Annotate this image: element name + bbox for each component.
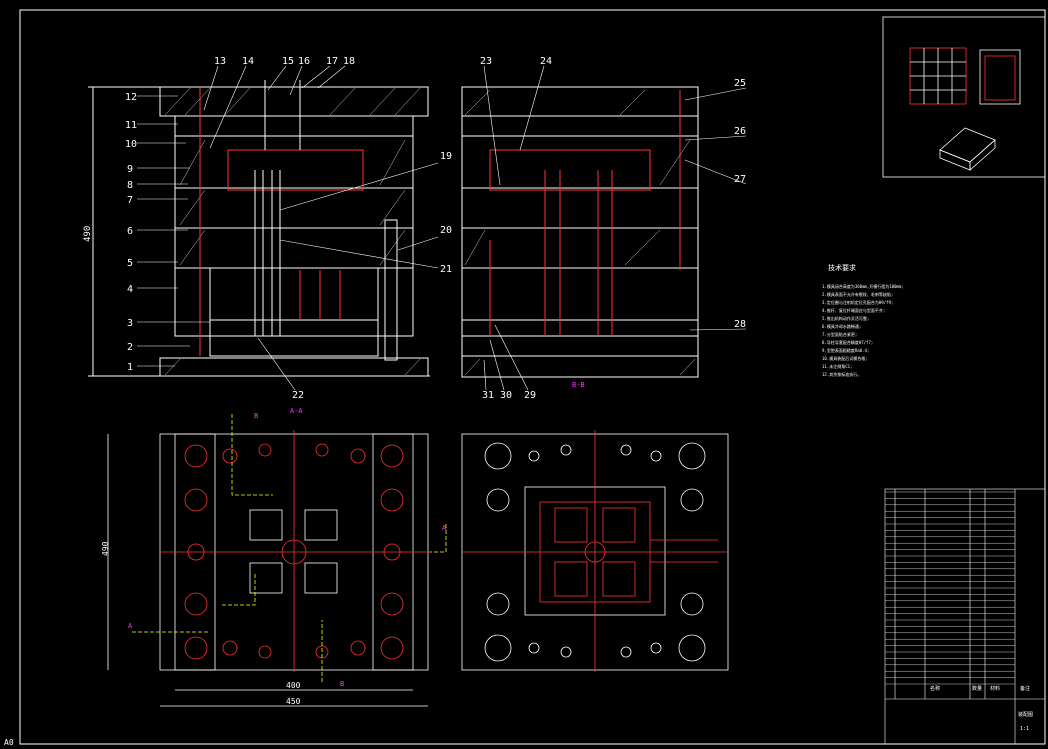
plan-view-moving-half: [107, 414, 447, 707]
callout-6: 6: [127, 226, 133, 237]
callout-1: 1: [127, 362, 133, 373]
callout-30: 30: [500, 390, 512, 401]
callout-26: 26: [734, 126, 746, 137]
callout-17: 17: [326, 56, 338, 67]
callout-9: 9: [127, 164, 133, 175]
note-line-8: 8.导柱导套配合精度H7/f7;: [822, 339, 873, 345]
callout-5: 5: [127, 258, 133, 269]
callout-24: 24: [540, 56, 552, 67]
callout-15: 15: [282, 56, 294, 67]
callout-7: 7: [127, 195, 133, 206]
dim-height-top: 490: [83, 226, 93, 242]
callout-14: 14: [242, 56, 254, 67]
callout-4: 4: [127, 284, 133, 295]
section-mark-a-left: A: [128, 622, 133, 630]
section-mark-a-right: A: [442, 524, 447, 532]
callout-31: 31: [482, 390, 494, 401]
callout-2: 2: [127, 342, 133, 353]
note-line-2: 2.模具表面不允许有裂纹、毛刺等缺陷;: [822, 291, 893, 297]
corner-mark: A0: [4, 738, 14, 747]
section-bb-label: B-B: [572, 381, 585, 389]
notes-title: 技术要求: [828, 263, 856, 272]
dim-outer-width: 450: [286, 697, 301, 706]
callout-11: 11: [125, 120, 137, 131]
callout-22: 22: [292, 390, 304, 401]
title-block: [884, 488, 1046, 745]
callout-27: 27: [734, 174, 746, 185]
technical-notes: 技术要求 1.模具闭合高度为360mm,开模行程为100mm; 2.模具表面不允…: [822, 263, 904, 377]
section-mark-b-top: B: [254, 412, 258, 420]
note-line-11: 11.未注倒角C1;: [822, 363, 852, 369]
note-line-3: 3.定位圈与注射机定位孔配合为H9/f9;: [822, 299, 893, 305]
note-line-9: 9.型腔表面粗糙度Ra0.4;: [822, 347, 869, 353]
parts-list-rows: [885, 491, 1015, 685]
title-block-name-label: 名称: [930, 685, 940, 692]
note-line-1: 1.模具闭合高度为360mm,开模行程为100mm;: [822, 283, 904, 289]
callout-20: 20: [440, 225, 452, 236]
callout-13: 13: [214, 56, 226, 67]
callout-12: 12: [125, 92, 137, 103]
section-mark-b-bottom: B: [340, 680, 344, 688]
note-line-12: 12.其余按标准执行。: [822, 371, 861, 377]
callouts-right: 23 24 25 26 27 28 29 30 31: [480, 56, 746, 401]
note-line-7: 7.分型面贴合紧密;: [822, 331, 857, 337]
callout-18: 18: [343, 56, 355, 67]
dim-height-plan: 490: [101, 541, 110, 556]
callouts-left: 1 2 3 4 5 6 7 8 9 10 11 12 13 14 15 16 1…: [125, 56, 452, 401]
note-line-4: 4.推杆、复位杆端面应与型面平齐;: [822, 307, 885, 313]
title-block-qty-label: 数量: [972, 685, 982, 692]
callout-19: 19: [440, 151, 452, 162]
callout-23: 23: [480, 56, 492, 67]
plan-view-fixed-half: [461, 430, 729, 672]
section-aa-view: [88, 80, 430, 377]
dim-inner-width: 400: [286, 681, 301, 690]
callout-16: 16: [298, 56, 310, 67]
callout-10: 10: [125, 139, 137, 150]
part-preview: [882, 16, 1046, 178]
callout-21: 21: [440, 264, 452, 275]
section-aa-label: A-A: [290, 407, 303, 415]
callout-25: 25: [734, 78, 746, 89]
title-block-scale: 1:1: [1020, 726, 1029, 732]
callout-3: 3: [127, 318, 133, 329]
note-line-5: 5.推出机构动作灵活可靠;: [822, 315, 869, 321]
section-bb-view: [461, 86, 699, 378]
title-block-remark-label: 备注: [1020, 685, 1030, 692]
callout-29: 29: [524, 390, 536, 401]
drawing-border: [19, 9, 1046, 745]
note-line-10: 10.模具装配后试模合格;: [822, 355, 868, 361]
note-line-6: 6.模具冷却水路畅通;: [822, 323, 861, 329]
title-block-drawing-name: 装配图: [1018, 711, 1033, 718]
title-block-material-label: 材料: [990, 685, 1000, 692]
callout-8: 8: [127, 180, 133, 191]
callout-28: 28: [734, 319, 746, 330]
